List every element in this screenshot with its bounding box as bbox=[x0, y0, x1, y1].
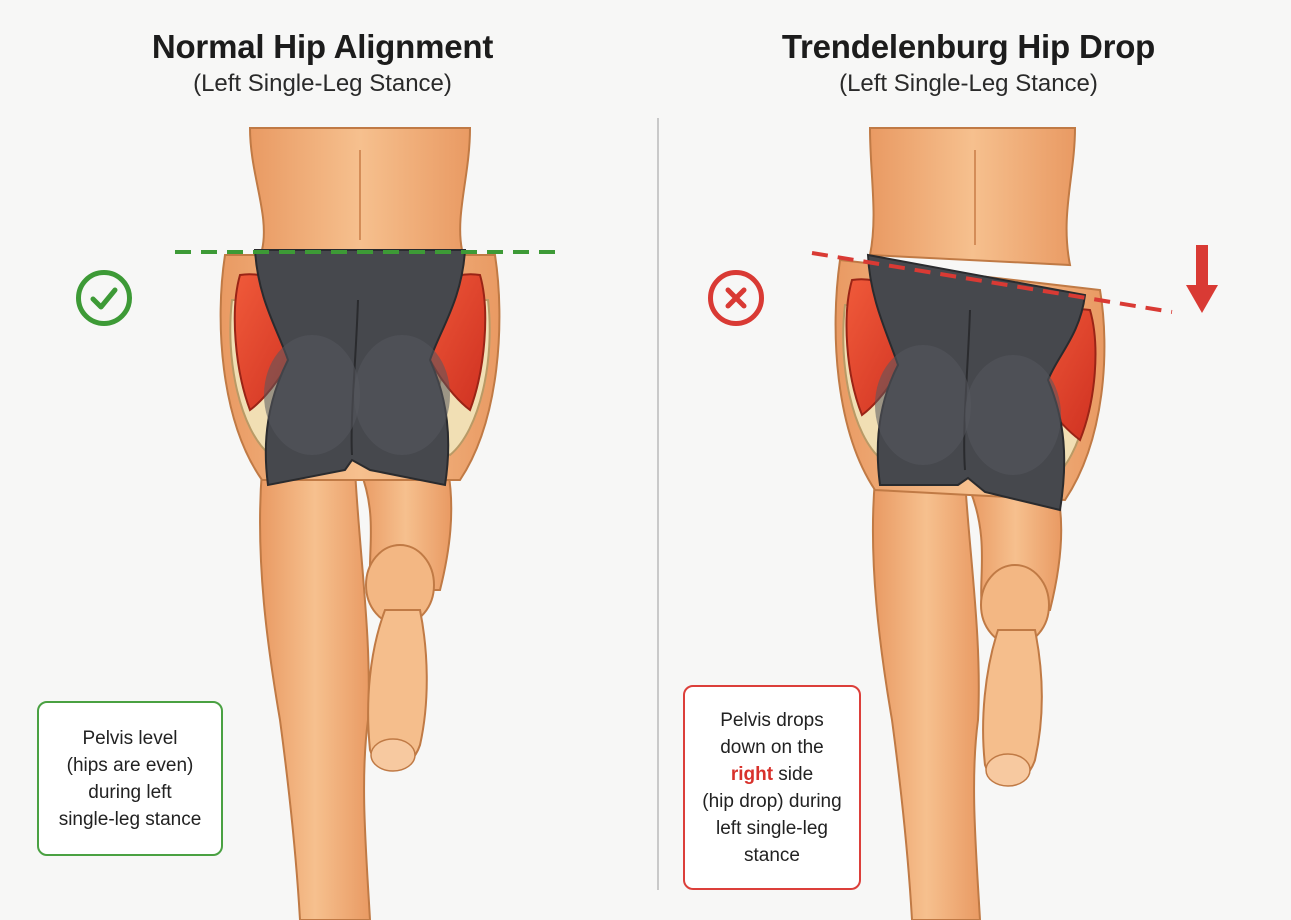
stance-leg bbox=[260, 470, 370, 920]
caption-line: Pelvis drops bbox=[702, 707, 841, 734]
caption-line-rest: side bbox=[773, 764, 813, 785]
normal-caption-box: Pelvis level (hips are even) during left… bbox=[37, 701, 223, 856]
caption-line: stance bbox=[702, 842, 841, 869]
trendelenburg-caption-box: Pelvis drops down on the right side (hip… bbox=[683, 685, 861, 890]
arrow-down-icon bbox=[1186, 245, 1218, 313]
caption-line: (hip drop) during bbox=[702, 788, 841, 815]
caption-accent: right bbox=[731, 764, 773, 785]
trendelenburg-figure bbox=[812, 128, 1218, 920]
caption-line: during left bbox=[59, 779, 202, 806]
caption-line: left single-leg bbox=[702, 815, 841, 842]
torso bbox=[870, 128, 1075, 265]
x-circle-icon bbox=[708, 270, 764, 326]
check-circle-icon bbox=[76, 270, 132, 326]
caption-line: (hips are even) bbox=[59, 752, 202, 779]
caption-line: right side bbox=[702, 761, 841, 788]
caption-line: single-leg stance bbox=[59, 806, 202, 833]
normal-figure bbox=[175, 128, 560, 920]
stance-leg bbox=[873, 480, 980, 920]
caption-line: Pelvis level bbox=[59, 725, 202, 752]
caption-line: down on the bbox=[702, 734, 841, 761]
